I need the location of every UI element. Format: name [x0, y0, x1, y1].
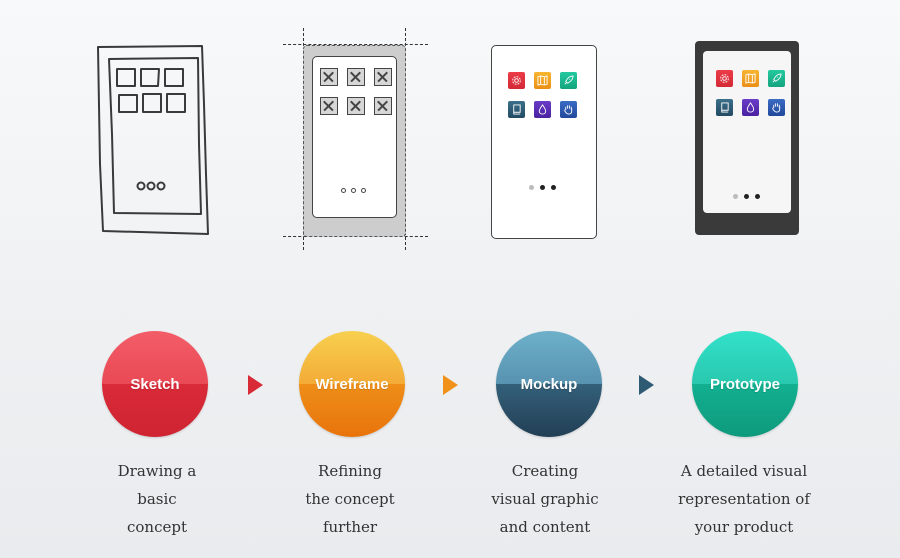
placeholder-image-icon	[320, 97, 338, 115]
placeholder-image-icon	[347, 97, 365, 115]
description-line: basic	[137, 490, 177, 508]
step-sketch: Sketch	[102, 331, 208, 437]
description-line: visual graphic	[491, 490, 599, 508]
app-icon-grid	[716, 70, 785, 116]
drop-icon	[742, 99, 759, 116]
placeholder-image-icon	[374, 97, 392, 115]
step-label: Prototype	[709, 375, 780, 393]
app-icon-grid	[508, 72, 577, 118]
mockup-phone-illustration	[491, 45, 597, 239]
page-indicator	[733, 194, 760, 199]
description-line: the concept	[305, 490, 395, 508]
description-line: your product	[694, 518, 794, 536]
map-icon	[534, 72, 551, 89]
step-description-mockup: Creating visual graphic and content	[460, 457, 630, 541]
step-mockup: Mockup	[496, 331, 602, 437]
page-dot	[361, 188, 366, 193]
placeholder-image-icon	[347, 68, 365, 86]
placeholder-image-icon	[374, 68, 392, 86]
step-label: Mockup	[520, 375, 578, 393]
rocket-icon	[768, 70, 785, 87]
drop-icon	[534, 101, 551, 118]
arrow-right-icon	[639, 375, 654, 395]
description-line: further	[322, 518, 378, 536]
gear-icon	[508, 72, 525, 89]
description-line: Drawing a	[117, 462, 197, 480]
step-prototype: Prototype	[692, 331, 798, 437]
prototype-phone-illustration	[695, 41, 799, 235]
step-label: Sketch	[130, 375, 180, 393]
description-line: representation of	[678, 490, 810, 508]
hand-icon	[768, 99, 785, 116]
gear-icon	[716, 70, 733, 87]
step-wireframe: Wireframe	[299, 331, 405, 437]
wireframe-phone-screen	[312, 56, 397, 218]
description-line: Creating	[511, 462, 579, 480]
arrow-right-icon	[443, 375, 458, 395]
description-line: concept	[127, 518, 187, 536]
step-description-sketch: Drawing a basic concept	[72, 457, 242, 541]
wireframe-phone-illustration	[283, 28, 428, 252]
description-line: A detailed visual	[680, 462, 808, 480]
page-dot	[529, 185, 534, 190]
description-line: Refining	[318, 462, 382, 480]
page-dot	[755, 194, 760, 199]
prototype-phone-screen	[703, 51, 791, 213]
page-indicator	[341, 188, 366, 193]
page-dot	[551, 185, 556, 190]
page-dot	[351, 188, 356, 193]
wireframe-phone-body	[303, 45, 406, 237]
rocket-icon	[560, 72, 577, 89]
arrow-right-icon	[248, 375, 263, 395]
sketch-phone-illustration	[97, 45, 209, 235]
description-line: and content	[499, 518, 591, 536]
page-indicator	[529, 185, 556, 190]
hand-icon	[560, 101, 577, 118]
map-icon	[742, 70, 759, 87]
step-description-wireframe: Refining the concept further	[265, 457, 435, 541]
book-icon	[508, 101, 525, 118]
step-label: Wireframe	[315, 375, 389, 393]
page-dot	[540, 185, 545, 190]
page-dot	[744, 194, 749, 199]
book-icon	[716, 99, 733, 116]
page-dot	[341, 188, 346, 193]
step-description-prototype: A detailed visual representation of your…	[659, 457, 829, 541]
placeholder-image-icon	[320, 68, 338, 86]
page-dot	[733, 194, 738, 199]
